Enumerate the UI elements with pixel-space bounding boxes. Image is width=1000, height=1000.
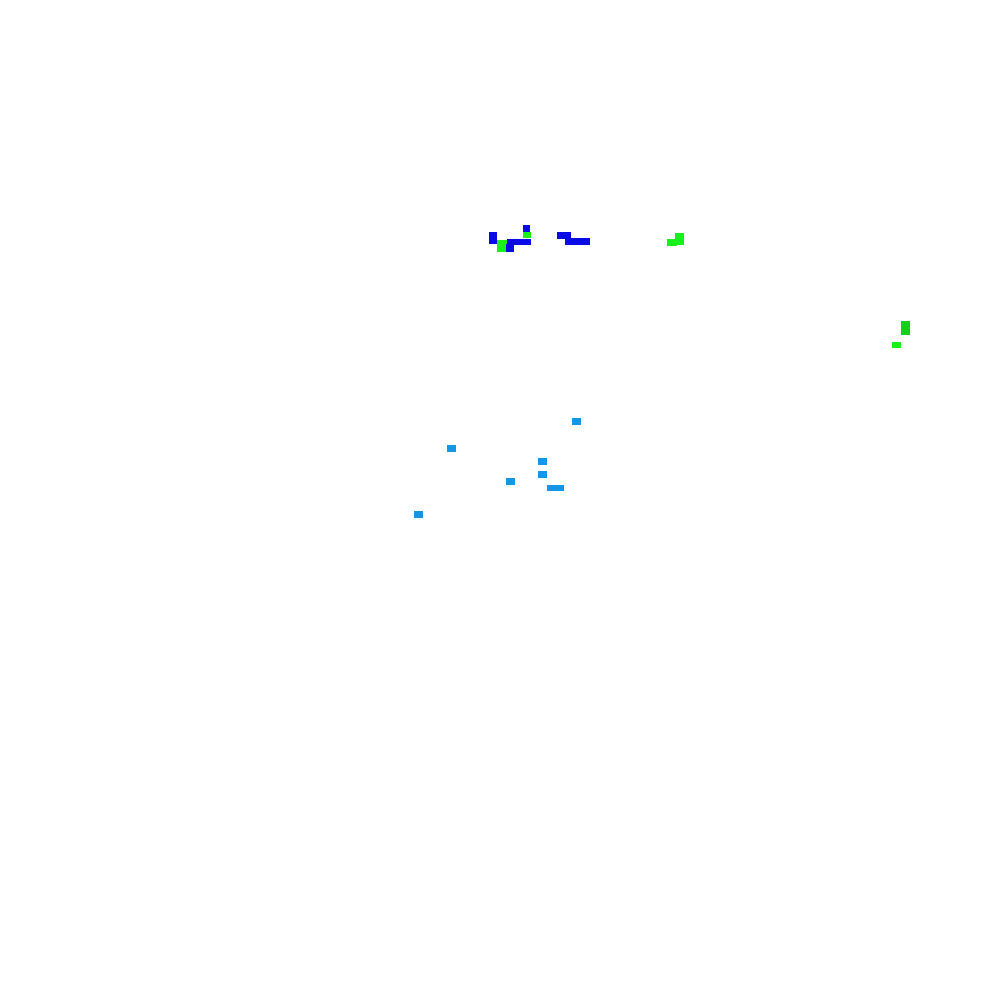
pixel-block: [557, 232, 571, 239]
pixel-block: [506, 244, 514, 252]
pixel-block: [506, 478, 515, 485]
pixel-block: [565, 238, 590, 245]
pixel-block: [538, 471, 547, 478]
pixel-block: [414, 511, 423, 518]
pixel-block: [572, 418, 581, 425]
pixel-block: [547, 485, 564, 491]
pixel-block: [901, 321, 910, 335]
pixel-block: [489, 232, 497, 244]
pixel-block: [667, 239, 677, 246]
pixel-block: [447, 445, 456, 452]
pixel-block: [497, 240, 507, 252]
pixel-block: [523, 225, 530, 232]
pixel-block: [675, 233, 684, 245]
pixel-block: [538, 458, 547, 465]
pixel-block: [507, 239, 531, 245]
pixel-block: [892, 342, 901, 348]
pixel-block: [523, 232, 531, 238]
